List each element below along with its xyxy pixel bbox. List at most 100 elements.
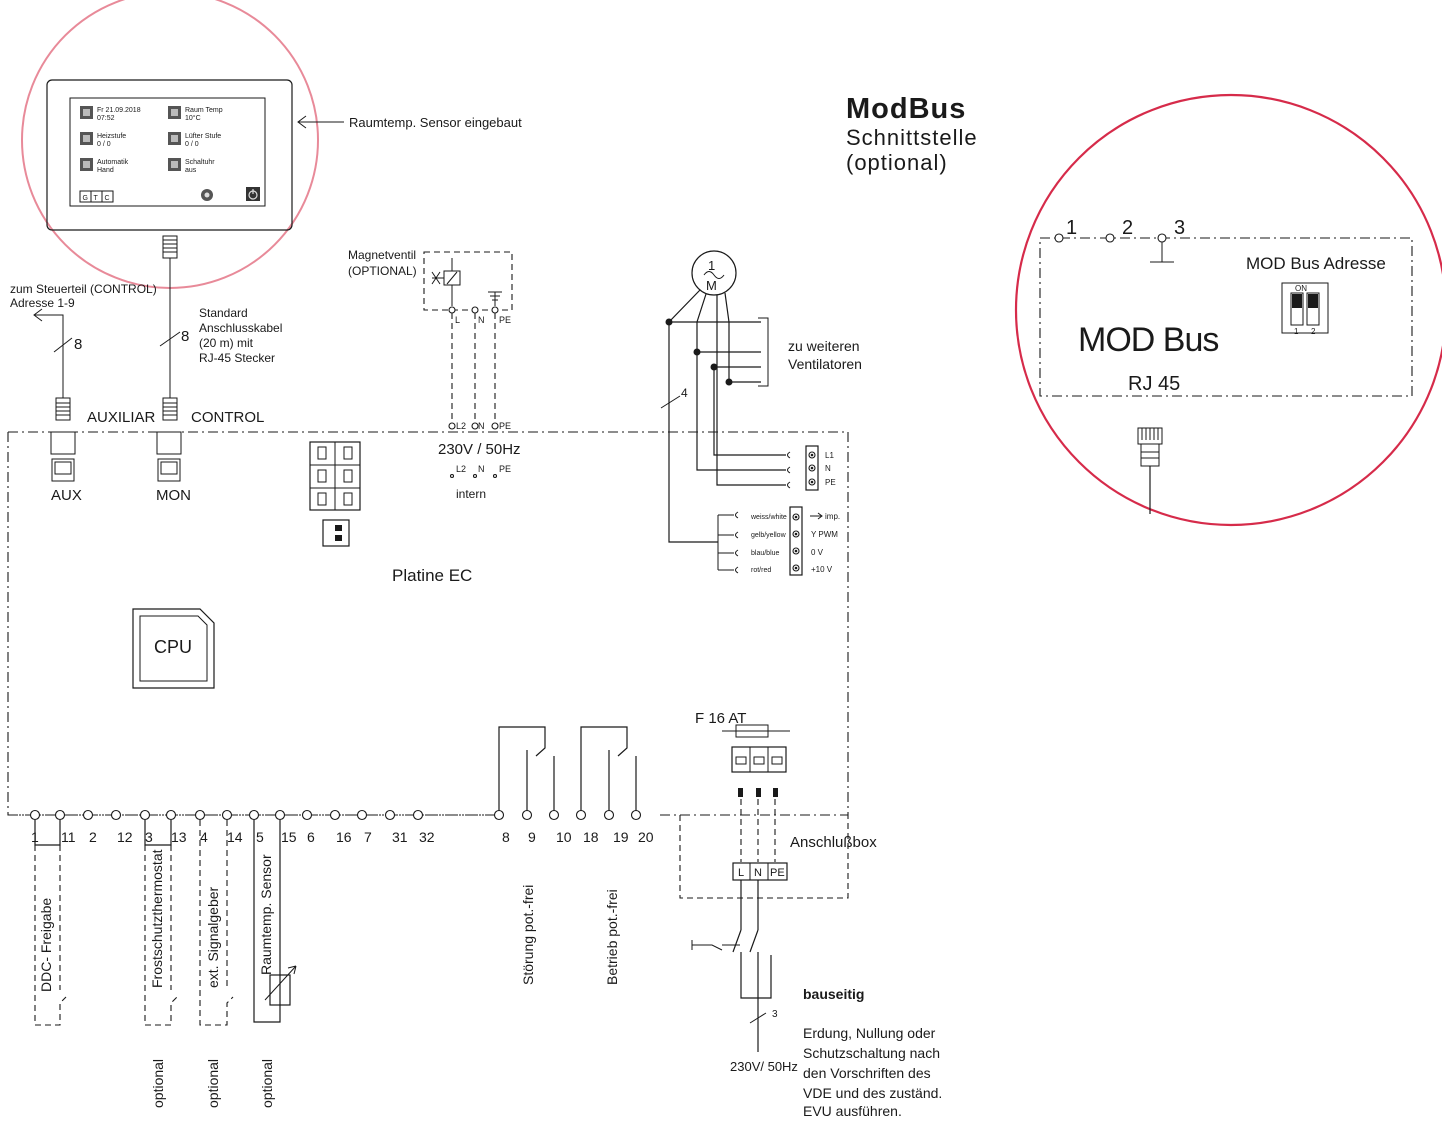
terminal-15[interactable]: 15 bbox=[274, 809, 297, 846]
display-tile-value: aus bbox=[185, 167, 197, 174]
valve-intern-label: intern bbox=[456, 487, 486, 501]
solenoid-valve: Magnetventil (OPTIONAL) L N PE L2 N PE 2… bbox=[348, 248, 521, 501]
terminal-4[interactable]: 4 bbox=[194, 809, 209, 846]
modbus-heading: ModBus Schnittstelle (optional) bbox=[846, 93, 977, 175]
ddc-label: DDC- Freigabe bbox=[38, 898, 54, 992]
terminal-label: 31 bbox=[392, 829, 408, 845]
terminal-11[interactable]: 11 bbox=[54, 809, 76, 846]
terminal-6[interactable]: 6 bbox=[301, 809, 316, 846]
terminal-label: 9 bbox=[528, 829, 536, 845]
terminal-2[interactable]: 2 bbox=[82, 809, 98, 846]
terminal-label: 20 bbox=[638, 829, 654, 845]
more-fans-1: zu weiteren bbox=[788, 338, 860, 354]
room-sensor-label: Raumtemp. Sensor bbox=[258, 854, 274, 975]
terminal-31[interactable]: 31 bbox=[384, 809, 408, 846]
display-tile-label: Raum Temp bbox=[185, 107, 223, 114]
settings-icon[interactable] bbox=[201, 189, 213, 201]
svg-text:PE: PE bbox=[499, 315, 511, 325]
display-tile-value: 10°C bbox=[185, 114, 201, 122]
svg-text:PE: PE bbox=[770, 867, 785, 879]
bauseitig-title: bauseitig bbox=[803, 986, 864, 1002]
display-button-g[interactable]: G bbox=[83, 195, 88, 202]
svg-text:N: N bbox=[754, 867, 762, 879]
wire-count-control: 8 bbox=[181, 328, 189, 345]
terminal-14[interactable]: 14 bbox=[221, 809, 243, 846]
site-note-2: Schutzschaltung nach bbox=[803, 1045, 940, 1061]
modbus-subtitle-2: (optional) bbox=[846, 150, 948, 175]
display-tile-label: Heizstufe bbox=[97, 133, 126, 140]
modbus-detail-circle bbox=[1014, 93, 1442, 527]
display-button-c[interactable]: C bbox=[105, 195, 110, 202]
cable-connections: zum Steuerteil (CONTROL) Adresse 1-9 8 8… bbox=[10, 258, 282, 504]
terminal-10[interactable]: 10 bbox=[548, 809, 572, 846]
terminal-5[interactable]: 5 bbox=[248, 809, 265, 846]
aux-port-label: AUX bbox=[51, 487, 82, 504]
terminal-label: 15 bbox=[281, 829, 297, 845]
terminal-label: 8 bbox=[502, 829, 510, 845]
terminal-7[interactable]: 7 bbox=[356, 809, 373, 846]
modbus-pin-2: 2 bbox=[1122, 217, 1133, 239]
dip-switch: ON 1 2 bbox=[1281, 282, 1329, 336]
terminal-label: 18 bbox=[583, 829, 599, 845]
terminal-label: 5 bbox=[256, 829, 264, 845]
terminal-label: 13 bbox=[171, 829, 187, 845]
terminal-3[interactable]: 3 bbox=[139, 809, 154, 846]
mon-socket-icon bbox=[157, 458, 181, 482]
fuse-and-box: F 16 AT Anschlußbox L N PE 3 230V/ 50Hz … bbox=[679, 710, 942, 1119]
power-icon[interactable] bbox=[246, 187, 260, 201]
svg-text:blau/blue: blau/blue bbox=[751, 550, 780, 557]
terminal-label: 10 bbox=[556, 829, 572, 845]
aux-plug-icon bbox=[55, 397, 71, 421]
board-title: Platine EC bbox=[392, 566, 472, 585]
terminal-label: 6 bbox=[307, 829, 315, 845]
terminal-20[interactable]: 20 bbox=[630, 809, 654, 846]
svg-text:Y PWM: Y PWM bbox=[811, 530, 838, 539]
relay-contacts bbox=[498, 726, 637, 815]
site-note-1: Erdung, Nullung oder bbox=[803, 1025, 936, 1041]
svg-text:+10 V: +10 V bbox=[811, 565, 833, 574]
display-tile-label: Lüfter Stufe bbox=[185, 133, 221, 140]
wire-count-aux: 8 bbox=[74, 336, 82, 353]
modbus-bus-label: MOD Bus bbox=[1078, 321, 1218, 359]
motor-icon bbox=[691, 250, 737, 296]
terminal-18[interactable]: 18 bbox=[575, 809, 599, 846]
modbus-title: ModBus bbox=[846, 93, 966, 125]
field-inputs: DDC- Freigabe Frostschutzthermostat ext.… bbox=[34, 820, 620, 1108]
terminal-16[interactable]: 16 bbox=[329, 809, 352, 846]
terminal-label: 16 bbox=[336, 829, 352, 845]
terminal-8[interactable]: 8 bbox=[493, 809, 511, 846]
cpu-label: CPU bbox=[154, 637, 192, 657]
svg-text:L1: L1 bbox=[825, 451, 834, 460]
control-note-2: Adresse 1-9 bbox=[10, 296, 75, 310]
terminal-19[interactable]: 19 bbox=[603, 809, 629, 846]
site-wire-count: 3 bbox=[772, 1009, 778, 1020]
svg-text:2: 2 bbox=[1311, 327, 1316, 336]
terminal-12[interactable]: 12 bbox=[110, 809, 133, 846]
rj45-connector-icon bbox=[1137, 427, 1163, 514]
svg-text:PE: PE bbox=[825, 478, 836, 487]
terminal-label: 14 bbox=[227, 829, 243, 845]
terminal-13[interactable]: 13 bbox=[165, 809, 187, 846]
display-tile-value: 0 / 0 bbox=[97, 141, 111, 148]
modbus-module-outline bbox=[1039, 237, 1413, 397]
standard-cable-1: Standard bbox=[199, 306, 248, 320]
terminal-32[interactable]: 32 bbox=[412, 809, 435, 846]
svg-text:L2: L2 bbox=[456, 464, 466, 474]
auxiliar-label: AUXILIAR bbox=[87, 409, 156, 426]
svg-text:gelb/yellow: gelb/yellow bbox=[751, 532, 787, 539]
display-button-t[interactable]: T bbox=[94, 195, 99, 202]
control-plug-icon bbox=[162, 397, 178, 421]
relay-block-icon bbox=[309, 441, 361, 547]
standard-cable-3: (20 m) mit bbox=[199, 336, 254, 350]
terminal-9[interactable]: 9 bbox=[521, 809, 537, 846]
control-label: CONTROL bbox=[191, 409, 264, 426]
board: Platine EC CPU bbox=[7, 431, 849, 816]
fan-motor: 1 M zu weiteren Ventilatoren 4 L1 N PE bbox=[660, 250, 862, 576]
